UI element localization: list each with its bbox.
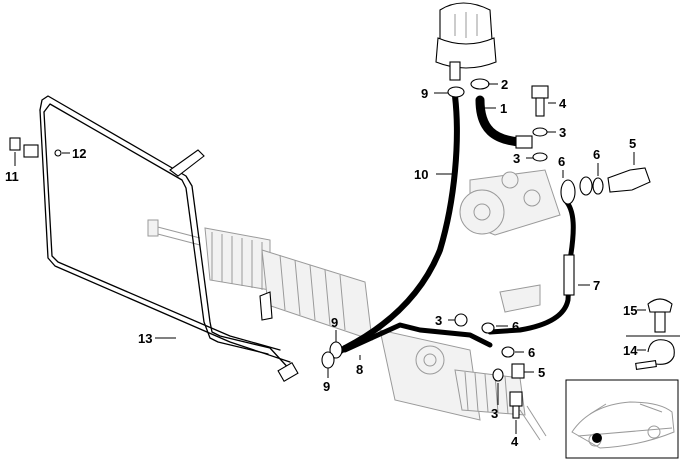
callout-6: 6 xyxy=(558,154,565,169)
location-marker-icon xyxy=(592,433,602,443)
callout-6: 6 xyxy=(593,147,600,162)
callout-2: 2 xyxy=(501,77,508,92)
callout-5: 5 xyxy=(538,365,545,380)
callout-labels: 1 2 3 3 3 3 4 4 5 5 6 6 6 6 7 8 9 9 9 10… xyxy=(5,77,638,449)
location-inset xyxy=(565,379,679,459)
callout-5: 5 xyxy=(629,136,636,151)
callout-6: 6 xyxy=(528,345,535,360)
leader-lines xyxy=(14,83,646,434)
callout-10: 10 xyxy=(414,167,428,182)
callout-12: 12 xyxy=(72,146,86,161)
callout-9: 9 xyxy=(421,86,428,101)
callout-7: 7 xyxy=(593,278,600,293)
callout-4: 4 xyxy=(511,434,519,449)
callout-9: 9 xyxy=(323,379,330,394)
callout-15: 15 xyxy=(623,303,637,318)
callout-4: 4 xyxy=(559,96,567,111)
callout-3: 3 xyxy=(435,313,442,328)
callout-3: 3 xyxy=(559,125,566,140)
power-steering-pump xyxy=(459,169,561,236)
callout-9: 9 xyxy=(331,315,338,330)
steering-rack xyxy=(147,219,547,441)
hardware-parts xyxy=(9,78,651,419)
frame-bracket xyxy=(23,95,299,382)
legend-parts xyxy=(635,298,675,370)
callout-3: 3 xyxy=(513,151,520,166)
callout-3: 3 xyxy=(491,406,498,421)
pressure-line xyxy=(487,176,593,335)
callout-14: 14 xyxy=(623,343,638,358)
callout-8: 8 xyxy=(356,362,363,377)
return-pipe xyxy=(342,322,493,353)
callout-11: 11 xyxy=(5,169,19,184)
callout-1: 1 xyxy=(500,101,507,116)
callout-13: 13 xyxy=(138,331,152,346)
reservoir xyxy=(435,2,497,81)
callout-6: 6 xyxy=(512,319,519,334)
